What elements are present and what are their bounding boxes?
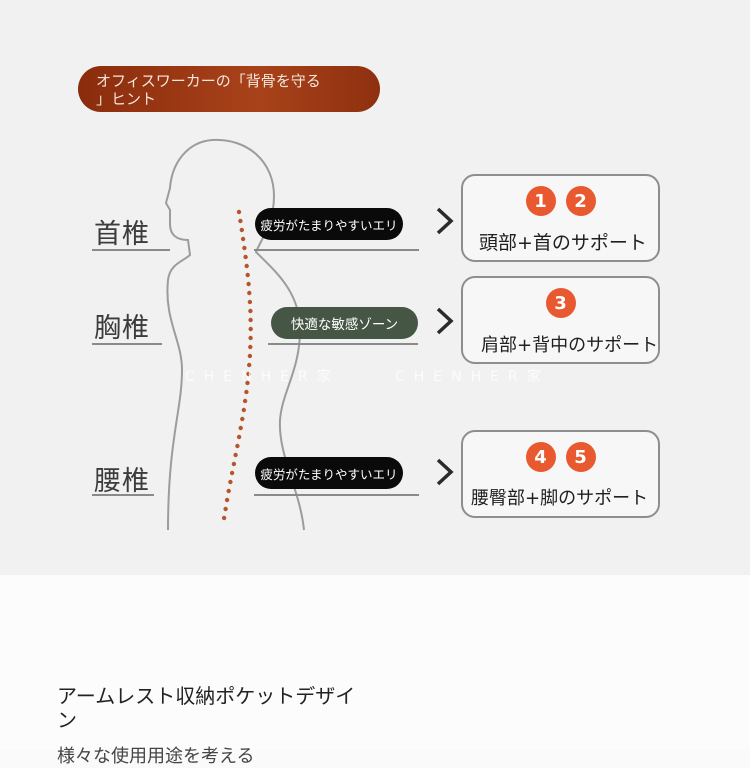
- spine-dot: [236, 209, 242, 215]
- back-outline: [211, 138, 305, 531]
- body-silhouette-illustration: [164, 138, 305, 531]
- spine-dot: [244, 263, 249, 269]
- tips-banner: オフィスワーカーの「背骨を守る 」ヒント: [78, 66, 380, 112]
- spine-dot: [226, 488, 231, 494]
- spine-dot: [247, 362, 252, 368]
- spine-dot: [238, 425, 243, 431]
- chevron-right-icon: [436, 207, 454, 235]
- card-text-waist-leg: 腰臀部+脚のサポート: [471, 488, 649, 509]
- divider-lumbar: [92, 494, 154, 496]
- label-lumbar: 腰椎: [94, 466, 150, 497]
- lower-section: [0, 575, 750, 750]
- spine-dot: [248, 335, 253, 341]
- spine-dot: [239, 227, 244, 233]
- badge-4: 4: [525, 442, 556, 472]
- spine-dot: [248, 326, 253, 332]
- spine-dot: [240, 236, 246, 242]
- front-outline: [166, 279, 184, 531]
- spine-dot: [238, 218, 243, 224]
- pill-fatigue-area-2: 疲労がたまりやすいエリ: [255, 457, 403, 489]
- spine-dot: [248, 344, 253, 350]
- card-text-head-neck: 頭部+首のサポート: [479, 232, 647, 254]
- spine-dot: [242, 245, 247, 251]
- spine-dot: [229, 470, 235, 476]
- pointer-line-cervical: [254, 249, 419, 251]
- spine-dots: [221, 209, 253, 521]
- badge-5: 5: [565, 442, 596, 472]
- spine-dot: [241, 407, 246, 413]
- pill-comfort-zone: 快適な敏感ゾーン: [271, 307, 418, 339]
- pill-fatigue-area-1: 疲労がたまりやすいエリ: [255, 208, 403, 240]
- watermark-right: CHENHER家: [395, 369, 550, 385]
- card-text-shoulder-back: 肩部+背中のサポート: [481, 335, 659, 356]
- badge-2: 2: [565, 186, 596, 216]
- spine-dot: [233, 452, 238, 458]
- spine-dot: [247, 290, 252, 296]
- spine-dot: [246, 281, 251, 287]
- spine-dot: [224, 497, 230, 503]
- label-thoracic: 胸椎: [94, 313, 150, 344]
- banner-line-1: オフィスワーカーの「背骨を守る: [96, 72, 321, 90]
- spine-dot: [236, 434, 242, 440]
- spine-dot: [235, 443, 240, 449]
- divider-cervical: [92, 249, 170, 251]
- spine-dot: [247, 299, 253, 305]
- spine-dot: [243, 254, 248, 260]
- spine-dot: [248, 308, 253, 314]
- spine-dot: [248, 317, 253, 323]
- spine-dot: [221, 515, 227, 521]
- spine-dot: [246, 371, 251, 377]
- spine-dot: [245, 380, 250, 386]
- label-cervical: 首椎: [94, 219, 150, 250]
- card-shoulder-back-support: 3 肩部+背中のサポート: [461, 276, 660, 364]
- badge-3: 3: [545, 288, 576, 318]
- chevron-right-icon: [436, 307, 454, 335]
- spine-dot: [223, 506, 228, 512]
- spine-dot: [231, 461, 237, 467]
- head-outline: [164, 139, 213, 281]
- chevron-right-icon: [436, 458, 454, 486]
- spine-dot: [245, 272, 250, 278]
- spine-dot: [228, 479, 233, 485]
- pointer-line-thoracic: [268, 343, 418, 345]
- card-waist-leg-support: 4 5 腰臀部+脚のサポート: [461, 430, 660, 518]
- spine-dot: [247, 353, 253, 359]
- watermark-left: CHENHER家: [185, 369, 340, 385]
- pointer-line-lumbar: [254, 494, 419, 496]
- card-head-neck-support: 1 2 頭部+首のサポート: [461, 174, 660, 262]
- feature-title: アームレスト収納ポケットデザイン: [57, 684, 356, 732]
- divider-thoracic: [92, 343, 162, 345]
- badge-1: 1: [525, 186, 556, 216]
- spine-dot: [244, 389, 249, 395]
- spine-dot: [240, 416, 245, 422]
- banner-line-2: 」ヒント: [96, 90, 157, 108]
- spine-dot: [242, 398, 248, 404]
- feature-description-cut: 様々な使用用途を考える: [57, 746, 255, 767]
